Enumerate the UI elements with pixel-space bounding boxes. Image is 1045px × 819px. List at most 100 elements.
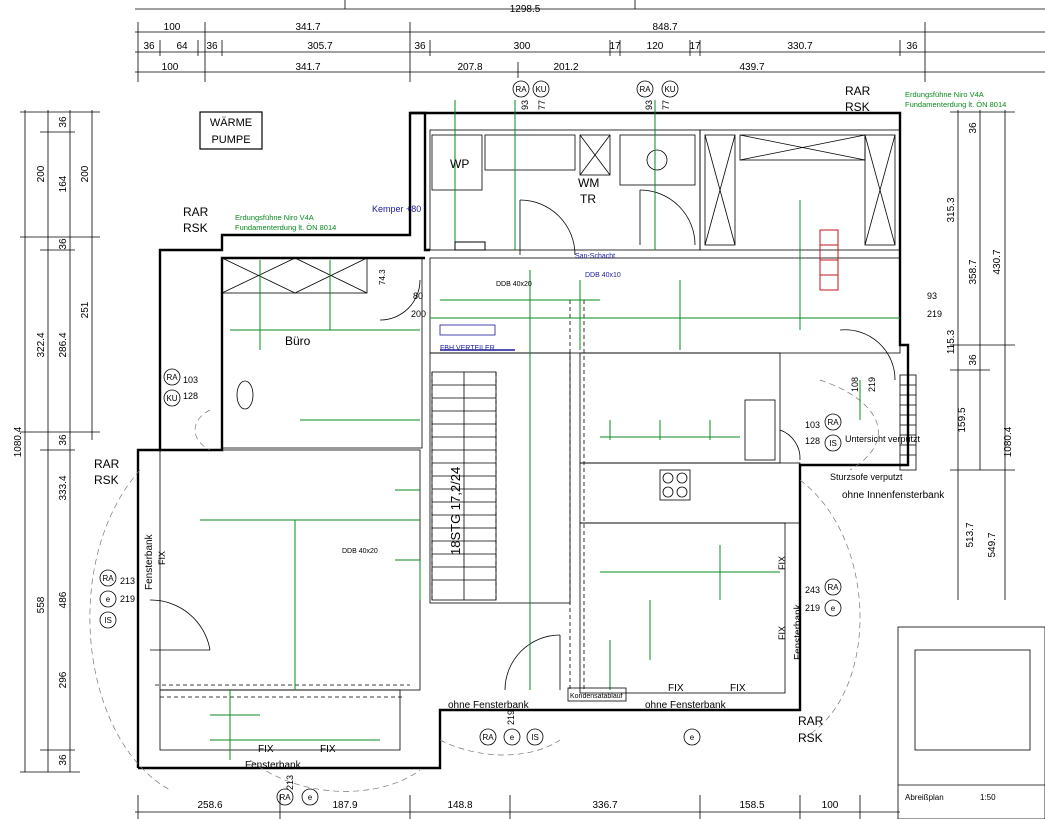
- symbol-ku-1: KU: [535, 85, 546, 94]
- rsk-3: RSK: [94, 473, 119, 487]
- symbol-is-4: IS: [104, 616, 112, 625]
- num-200: 200: [411, 309, 426, 319]
- condensate-label: Kondensatablauf: [570, 693, 623, 700]
- num-77-top-2: 77: [661, 100, 671, 110]
- num-219-e: 219: [506, 710, 516, 725]
- dim-row2-3: 36: [206, 41, 218, 52]
- dim-bottom-4: 336.7: [592, 800, 617, 811]
- symbol-ra-9: RA: [279, 793, 291, 802]
- num-128-a: 128: [183, 391, 198, 401]
- heat-pump-label-2: PUMPE: [211, 134, 250, 146]
- symbol-e-4: e: [106, 595, 111, 604]
- num-93-top: 93: [520, 100, 530, 110]
- ddb2-label: DDB 40x20: [496, 281, 532, 288]
- outdoor-dashed-arcs: [89, 379, 879, 792]
- dim-row2-5: 36: [414, 41, 426, 52]
- dim-row2-4: 305.7: [307, 41, 332, 52]
- staircase: 18STG 17,2/24: [431, 371, 497, 601]
- symbol-is-5: IS: [829, 439, 837, 448]
- dim-right-5: 36: [968, 122, 979, 134]
- earthing-notes: Erdungsfühne Niro V4A Fundamenterdung lt…: [235, 90, 1006, 232]
- dim-row3-2: 341.7: [295, 62, 320, 73]
- room-wp: WP: [450, 157, 469, 171]
- left-dimension-chains: 1080.4 322.4 558 36 164 36 286.4 36 333.…: [13, 110, 100, 773]
- exposed-note: Untersicht verputzt: [845, 434, 921, 444]
- interior-dimensions: 103 128 103 128 213 219 243 219 93 219 8…: [120, 100, 942, 790]
- symbol-ra-3: RA: [166, 373, 178, 382]
- dim-left-inner-4: 286.4: [58, 332, 69, 357]
- num-77-top: 77: [537, 100, 547, 110]
- num-219-c: 219: [927, 309, 942, 319]
- title-block: Abreißplan 1:50: [897, 626, 1045, 819]
- rsk-2: RSK: [845, 100, 870, 114]
- room-labels: WÄRME PUMPE WP WM TR Büro: [199, 111, 599, 348]
- rar-4: RAR: [798, 714, 824, 728]
- duct-labels: DDB 40x20 DDB 40x20: [342, 281, 532, 555]
- dim-left-inner-3: 36: [58, 238, 69, 250]
- dim-row3-5: 439.7: [739, 62, 764, 73]
- earthing-2a: Erdungsfühne Niro V4A: [905, 90, 984, 99]
- fix-6: FIX: [777, 556, 787, 570]
- num-128-b: 128: [805, 436, 820, 446]
- dim-left-small-1: 200: [80, 165, 91, 182]
- fbh-label: FBH VERTEILER: [440, 345, 495, 352]
- red-annotations: [819, 229, 839, 291]
- room-wm: WM: [578, 176, 599, 190]
- room-tr: TR: [580, 192, 596, 206]
- fix-4: FIX: [730, 683, 746, 694]
- dim-right-10: 36: [968, 354, 979, 366]
- dim-left-inner-2: 164: [58, 175, 69, 192]
- window-notes: FIX FIX Fensterbank ohne Fensterbank ohn…: [144, 434, 945, 771]
- san-shaft-label: San-Schacht: [575, 253, 615, 260]
- stair-label: 18STG 17,2/24: [448, 467, 463, 555]
- symbol-ra-6: RA: [827, 583, 839, 592]
- num-80: 80: [413, 291, 423, 301]
- blue-annotations: FBH VERTEILER Kemper +80 San-Schacht DDB…: [372, 204, 627, 702]
- no-window-bench-2: ohne Fensterbank: [645, 700, 727, 711]
- dim-right-2: 358.7: [968, 259, 979, 284]
- dim-right-7: 1080.4: [1003, 426, 1014, 457]
- symbol-is-7: IS: [531, 733, 539, 742]
- symbol-ra-1: RA: [515, 85, 527, 94]
- window-bench-3: Fensterbank: [793, 603, 804, 660]
- dim-row2-7: 17: [609, 41, 621, 52]
- dim-row1-c: 848.7: [652, 22, 677, 33]
- symbol-ku-2: KU: [664, 85, 675, 94]
- ddb1-label: DDB 40x10: [585, 272, 621, 279]
- dim-left-small-3: 251: [80, 301, 91, 318]
- earthing-1a: Erdungsfühne Niro V4A: [235, 213, 314, 222]
- num-93-top-2: 93: [644, 100, 654, 110]
- room-office: Büro: [285, 334, 311, 348]
- dim-right-1: 315.3: [946, 197, 957, 222]
- symbol-e-9: e: [308, 793, 313, 802]
- soffit-note: Sturzsofe verputzt: [830, 472, 903, 482]
- num-103-a: 103: [183, 375, 198, 385]
- dim-right-3: 430.7: [992, 249, 1003, 274]
- dim-bottom-1: 258.6: [197, 800, 222, 811]
- heat-pump-label-1: WÄRME: [210, 117, 252, 129]
- dim-right-6: 159.5: [957, 407, 968, 432]
- dim-bottom-2: 187.9: [332, 800, 357, 811]
- dim-left-mid-2: 558: [36, 596, 47, 613]
- symbol-ku-3: KU: [166, 394, 177, 403]
- dim-right-4: 115.3: [946, 329, 957, 354]
- facade-grille: [899, 374, 917, 471]
- num-74-3: 74.3: [378, 269, 387, 285]
- dim-right-9: 549.7: [987, 532, 998, 557]
- rar-rsk-labels: RAR RSK RAR RSK RAR RSK RAR RSK: [94, 84, 871, 745]
- num-213-b: 213: [285, 775, 295, 790]
- num-219-b: 219: [805, 603, 820, 613]
- num-108: 108: [850, 377, 860, 392]
- symbol-ra-7: RA: [482, 733, 494, 742]
- dim-bottom-6: 100: [822, 800, 839, 811]
- plan-title: Abreißplan: [905, 793, 944, 802]
- top-dimension-chains: 1298.5 100 341.7 848.7 36 64 36 305.7 36…: [135, 0, 1045, 82]
- symbol-ra-2: RA: [639, 85, 651, 94]
- dim-row3-1: 100: [162, 62, 179, 73]
- dim-row2-10: 330.7: [787, 41, 812, 52]
- dim-left-inner-5: 36: [58, 434, 69, 446]
- dim-row2-1: 36: [143, 41, 155, 52]
- outer-walls: [136, 111, 910, 770]
- dim-left-inner-8: 296: [58, 671, 69, 688]
- dim-row1-a: 100: [164, 22, 181, 33]
